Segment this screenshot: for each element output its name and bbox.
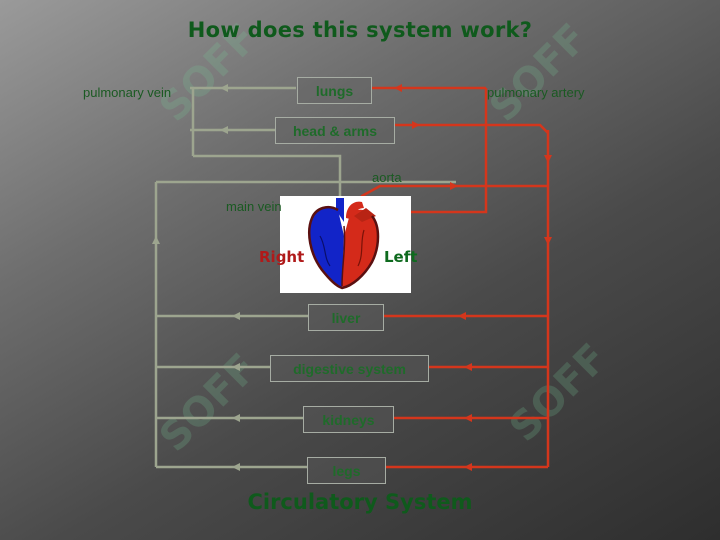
arrow-left — [220, 126, 228, 134]
pulmonary-vein-to-heart — [193, 154, 342, 215]
slide-title: How does this system work? — [187, 18, 533, 42]
arrow-down — [544, 237, 552, 245]
arrow-left — [232, 414, 240, 422]
arrow-left — [464, 414, 472, 422]
pulmonary-artery-loop — [362, 88, 488, 214]
organ-head-arms: head & arms — [275, 117, 395, 144]
arrow-down — [544, 155, 552, 163]
organ-kidneys: kidneys — [303, 406, 394, 433]
arrow-left — [464, 363, 472, 371]
arrow-left — [220, 84, 228, 92]
organ-digestive-system: digestive system — [270, 355, 429, 382]
slide-footer-title: Circulatory System — [247, 490, 473, 514]
arrow-left — [394, 84, 402, 92]
arrow-up — [152, 236, 160, 244]
label-pulmonary-vein: pulmonary vein — [83, 85, 172, 100]
heart-left-side — [342, 209, 378, 288]
arrow-left — [232, 463, 240, 471]
arrow-left — [458, 312, 466, 320]
label-pulmonary-artery: pulmonary artery — [487, 85, 585, 100]
label-main-vein: main vein — [226, 199, 282, 214]
heart-icon — [308, 198, 380, 290]
organ-liver: liver — [308, 304, 384, 331]
organ-lungs: lungs — [297, 77, 372, 104]
label-left-side: Left — [384, 248, 418, 266]
heart-outline — [308, 206, 380, 290]
vena-cava — [336, 198, 344, 222]
label-aorta: aorta — [372, 170, 402, 185]
heart-vessel-detail — [357, 229, 365, 267]
organ-legs: legs — [307, 457, 386, 484]
aortic-arch — [346, 201, 364, 220]
arterial-arrows — [394, 84, 552, 471]
heart-image-panel — [280, 196, 411, 293]
arrow-left — [464, 463, 472, 471]
pulmonary-trunk — [354, 208, 376, 222]
arrow-right — [412, 121, 420, 129]
heart-septum — [341, 225, 346, 287]
heart-right-side — [309, 207, 344, 288]
head-arms-supply — [395, 123, 549, 134]
arrow-right — [450, 182, 458, 190]
label-right-side: Right — [259, 248, 305, 266]
arrow-left — [232, 312, 240, 320]
venous-arrows — [152, 84, 240, 471]
heart-vessel-detail — [319, 235, 331, 267]
arrow-left — [232, 363, 240, 371]
